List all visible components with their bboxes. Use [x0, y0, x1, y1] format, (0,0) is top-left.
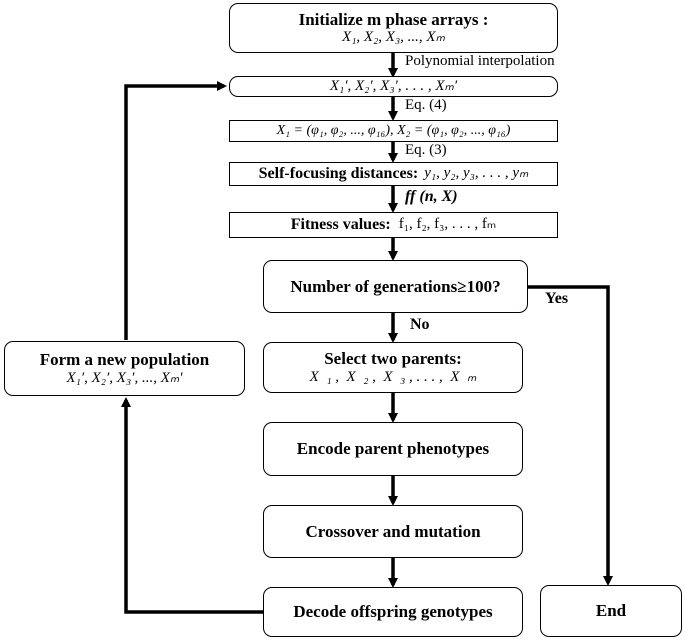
interpolated-arrays-formula: X₁′, X₂′, X₃′, . . . , Xₘ′: [329, 77, 458, 94]
initialize-title: Initialize m phase arrays :: [298, 9, 489, 29]
select-parents-title: Select two parents:: [324, 349, 462, 369]
encode-label: Encode parent phenotypes: [296, 439, 490, 459]
label-ff: ff (n, X): [405, 188, 458, 205]
self-focusing-label: Self-focusing distances:: [258, 164, 419, 182]
arrow-newpop-to-interp: [124, 81, 227, 340]
decode-label: Decode offspring genotypes: [293, 602, 493, 622]
label-no: No: [410, 316, 430, 333]
initialize-box: Initialize m phase arrays : X₁, X₂, X₃, …: [229, 3, 558, 53]
new-population-title: Form a new population: [39, 350, 210, 370]
generations-decision-box: Number of generations≥100?: [263, 260, 528, 313]
self-focusing-formula: y₁, y₂, y₃, . . . , yₘ: [424, 165, 529, 182]
crossover-box: Crossover and mutation: [263, 505, 523, 558]
new-population-formula: X₁′, X₂′, X₃′, ..., Xₘ′: [66, 369, 183, 386]
arrow-decode-to-newpop: [121, 397, 263, 614]
encode-box: Encode parent phenotypes: [263, 422, 523, 476]
phase-definition-formula: X₁ = (φ₁, φ₂, ..., φ₁₆), X₂ = (φ₁, φ₂, .…: [276, 122, 511, 138]
end-box: End: [540, 585, 682, 637]
phase-definition-box: X₁ = (φ₁, φ₂, ..., φ₁₆), X₂ = (φ₁, φ₂, .…: [229, 120, 558, 142]
label-polynomial-interpolation: Polynomial interpolation: [405, 53, 555, 69]
label-yes: Yes: [545, 290, 569, 307]
new-population-box: Form a new population X₁′, X₂′, X₃′, ...…: [4, 341, 245, 396]
crossover-label: Crossover and mutation: [305, 521, 481, 541]
generations-decision-label: Number of generations≥100?: [290, 276, 501, 296]
fitness-values-formula: f₁, f₂, f₃, . . . , fₘ: [398, 216, 497, 233]
label-eq3: Eq. (3): [405, 142, 447, 158]
select-parents-box: Select two parents: X ₁ , X ₂ , X ₃ , . …: [263, 342, 523, 393]
arrow-decision-to-end: [528, 285, 613, 586]
fitness-values-box: Fitness values: f₁, f₂, f₃, . . . , fₘ: [229, 212, 558, 238]
self-focusing-box: Self-focusing distances: y₁, y₂, y₃, . .…: [229, 162, 558, 186]
initialize-formula: X₁, X₂, X₃, ..., Xₘ: [342, 29, 445, 46]
fitness-values-label: Fitness values:: [290, 215, 391, 233]
label-eq4: Eq. (4): [405, 97, 447, 113]
decode-box: Decode offspring genotypes: [263, 587, 523, 637]
interpolated-arrays-box: X₁′, X₂′, X₃′, . . . , Xₘ′: [229, 76, 558, 97]
end-label: End: [595, 601, 627, 621]
select-parents-formula: X ₁ , X ₂ , X ₃ , . . . , X ₘ: [309, 368, 477, 385]
